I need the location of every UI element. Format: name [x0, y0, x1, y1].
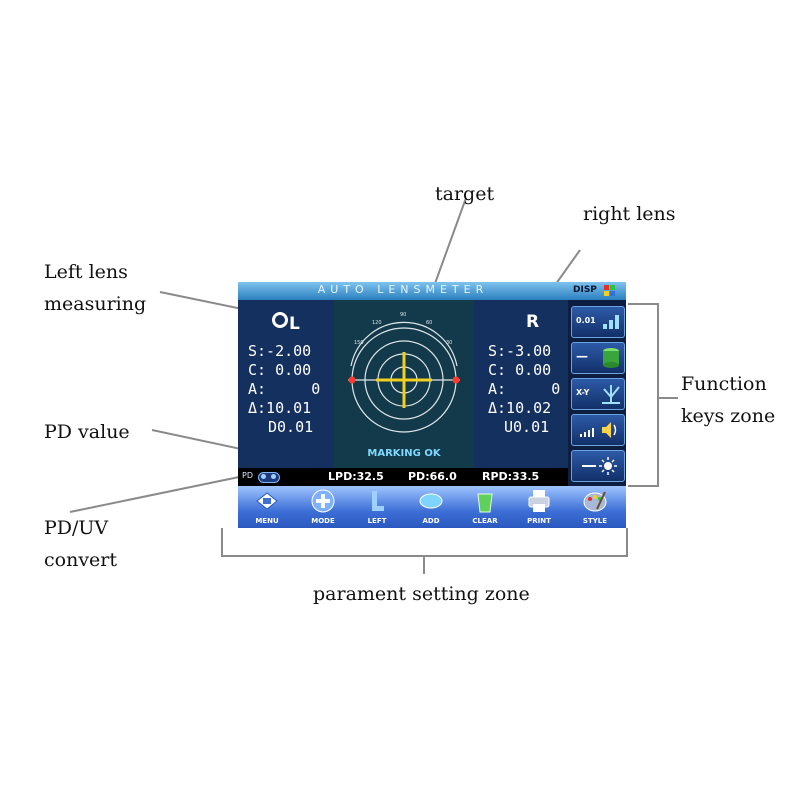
- right-axis: A: 0: [488, 380, 561, 398]
- left-axis: A: 0: [248, 380, 321, 398]
- clear-button[interactable]: CLEAR: [460, 486, 510, 528]
- callout-pd-value: PD value: [44, 421, 130, 443]
- target-display: 120 90 60 150 30 MARKING OK: [334, 300, 474, 468]
- mode-button[interactable]: MODE: [298, 486, 348, 528]
- volume-key[interactable]: [571, 414, 625, 446]
- dial-label-60: 60: [426, 320, 432, 326]
- left-prism: Δ:10.01: [248, 399, 312, 417]
- right-lens-id: R: [526, 312, 540, 332]
- right-lens-panel: R S:-3.00 C: 0.00 A: 0 Δ:10.02 U0.01: [474, 300, 570, 468]
- left-lens-id: L: [272, 312, 300, 334]
- pd-toggle-label: PD: [242, 471, 253, 480]
- callout-pd-uv: PD/UV convert: [44, 517, 118, 571]
- left-button[interactable]: LEFT: [352, 486, 402, 528]
- right-sphere: S:-3.00: [488, 342, 552, 360]
- dial-label-30: 30: [446, 340, 452, 346]
- plus-icon: [311, 489, 335, 513]
- print-button[interactable]: PRINT: [514, 486, 564, 528]
- leader-pd-uv: [69, 475, 245, 513]
- xy-key[interactable]: X-Y: [571, 378, 625, 410]
- marker-left: [348, 376, 356, 384]
- pd-value: PD:66.0: [408, 470, 457, 483]
- callout-target: target: [435, 183, 495, 205]
- left-l-icon: [372, 491, 384, 511]
- right-cylinder: C: 0.00: [488, 361, 552, 379]
- bracket-parameter-zone: [221, 528, 628, 557]
- marker-right: [452, 376, 460, 384]
- left-sphere: S:-2.00: [248, 342, 312, 360]
- lpd-value: LPD:32.5: [328, 470, 384, 483]
- palette-icon: [583, 491, 607, 512]
- callout-parameter-zone: parament setting zone: [313, 583, 530, 605]
- left-lens-panel: L S:-2.00 C: 0.00 A: 0 Δ:10.01 D0.01: [238, 300, 334, 468]
- left-base: D0.01: [268, 418, 314, 436]
- target-graphic: 120 90 60 150 30: [348, 312, 460, 433]
- trash-icon: [477, 493, 493, 513]
- dial-label-150: 150: [354, 340, 364, 346]
- lens-eye-icon: [272, 312, 288, 328]
- bar-chart-icon: [603, 315, 619, 329]
- pd-uv-toggle[interactable]: [258, 472, 280, 483]
- printer-icon: [528, 490, 550, 512]
- lensmeter-screen: AUTO LENSMETER DISP L S:-2.00 C: 0.00 A:…: [238, 282, 626, 528]
- callout-left-lens: Left lens measuring: [44, 261, 147, 315]
- style-button[interactable]: STYLE: [570, 486, 620, 528]
- dial-arc: [350, 321, 458, 367]
- display-grid-icon[interactable]: [604, 285, 616, 297]
- pd-bar: PD LPD:32.5 PD:66.0 RPD:33.5: [238, 468, 568, 486]
- right-prism: Δ:10.02: [488, 399, 552, 417]
- marking-status: MARKING OK: [367, 448, 441, 459]
- screen-title: AUTO LENSMETER: [317, 283, 489, 296]
- volume-icon: [580, 422, 617, 438]
- add-button[interactable]: ADD: [406, 486, 456, 528]
- database-icon: [603, 348, 619, 368]
- menu-icon: [256, 492, 278, 510]
- dial-label-90: 90: [400, 312, 406, 318]
- menu-button[interactable]: MENU: [242, 486, 292, 528]
- parameter-setting-zone: MENU MODE LEFT ADD CLEAR: [238, 486, 626, 528]
- axis-icon: [602, 385, 620, 404]
- left-cylinder: C: 0.00: [248, 361, 312, 379]
- callout-function-keys: Function keys zone: [681, 373, 776, 427]
- right-base: U0.01: [504, 418, 550, 436]
- rpd-value: RPD:33.5: [482, 470, 540, 483]
- callout-right-lens: right lens: [583, 203, 676, 225]
- title-bar: AUTO LENSMETER DISP: [238, 282, 626, 300]
- function-keys-zone: 0.01 — X-Y: [568, 300, 626, 486]
- precision-key[interactable]: 0.01: [571, 306, 625, 338]
- disp-label[interactable]: DISP: [573, 285, 597, 295]
- brightness-icon: [582, 457, 617, 475]
- bracket-function-keys: [628, 303, 659, 487]
- minus-key[interactable]: —: [571, 342, 625, 374]
- dial-label-120: 120: [372, 320, 382, 326]
- brightness-key[interactable]: [571, 450, 625, 482]
- ellipse-icon: [419, 493, 443, 509]
